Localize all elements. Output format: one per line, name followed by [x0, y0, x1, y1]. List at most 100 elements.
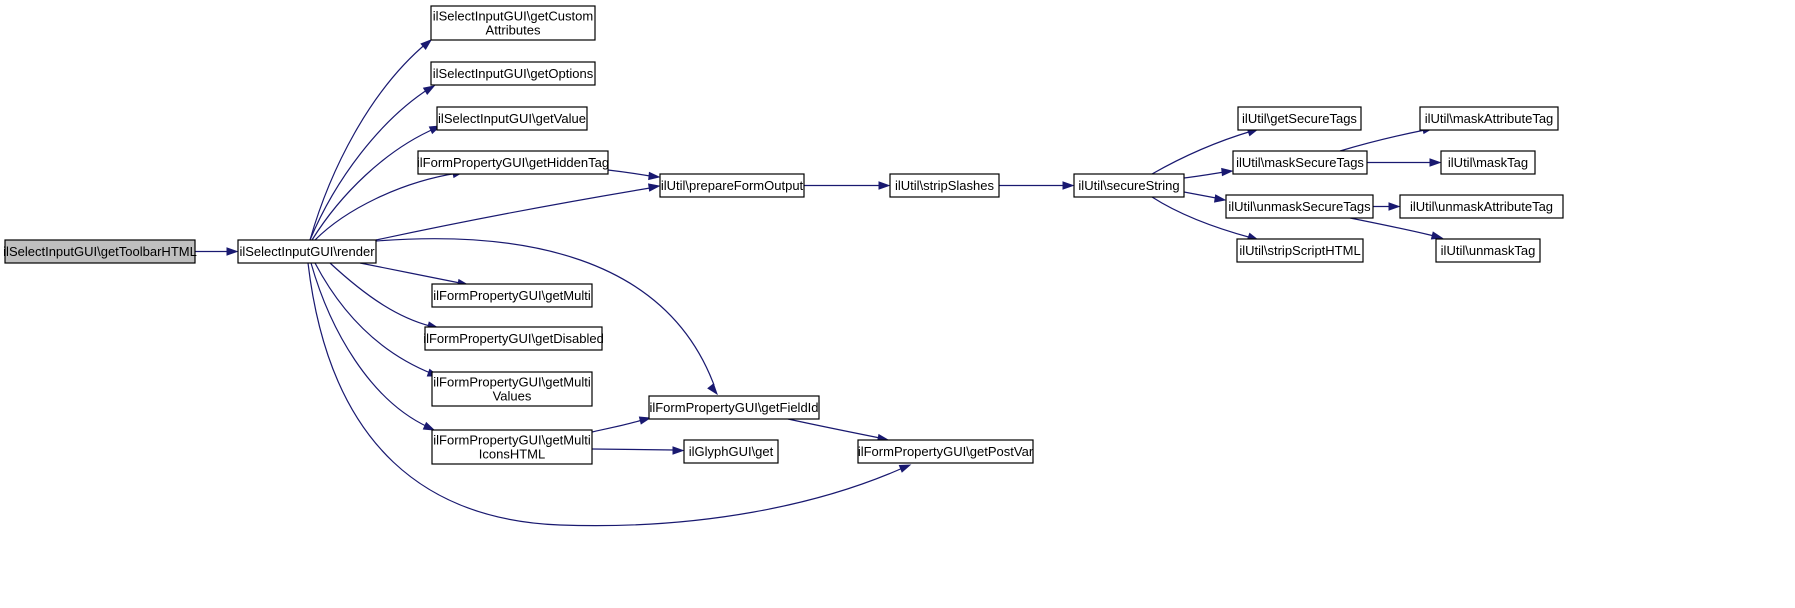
node-label: Attributes — [486, 22, 541, 37]
node-getsecuretags[interactable]: ilUtil\getSecureTags — [1237, 106, 1362, 131]
node-maskattr[interactable]: ilUtil\maskAttributeTag — [1419, 106, 1559, 131]
node-label: ilSelectInputGUI\getValue — [438, 111, 586, 126]
edge-securestring-to-unmasksecuretags — [1183, 191, 1227, 203]
node-label: ilSelectInputGUI\getToolbarHTML — [3, 244, 197, 259]
node-label: Values — [493, 388, 532, 403]
node-unmasksecuretags[interactable]: ilUtil\unmaskSecureTags — [1225, 194, 1374, 219]
node-box[interactable] — [1073, 173, 1185, 198]
arrowhead-icon — [422, 421, 436, 431]
edge-unmasksecuretags-to-unmaskattr — [1373, 202, 1401, 211]
node-label: ilUtil\unmaskAttributeTag — [1410, 199, 1553, 214]
arrowhead-icon — [1221, 167, 1234, 177]
node-hiddentag[interactable]: ilFormPropertyGUI\getHiddenTag — [417, 150, 609, 175]
node-label: ilSelectInputGUI\render — [239, 244, 375, 259]
node-label: ilUtil\prepareFormOutput — [661, 178, 804, 193]
node-box[interactable] — [659, 173, 805, 198]
arrowhead-icon — [638, 416, 652, 425]
node-stripscript[interactable]: ilUtil\stripScriptHTML — [1236, 238, 1364, 263]
node-postvar[interactable]: ilFormPropertyGUI\getPostVar — [857, 439, 1034, 464]
node-label: ilUtil\getSecureTags — [1242, 111, 1357, 126]
node-fieldid[interactable]: ilFormPropertyGUI\getFieldId — [648, 395, 820, 420]
node-label: IconsHTML — [479, 446, 545, 461]
edge-line — [1151, 196, 1253, 239]
arrowhead-icon — [878, 181, 891, 190]
arrowhead-icon — [1430, 231, 1444, 240]
edge-render-to-prepareform — [375, 183, 661, 241]
node-box[interactable] — [889, 173, 1000, 198]
edge-line — [311, 127, 437, 241]
edge-line — [591, 448, 675, 451]
node-getvalue[interactable]: ilSelectInputGUI\getValue — [436, 106, 588, 131]
node-render[interactable]: ilSelectInputGUI\render — [237, 239, 377, 264]
node-getmulti[interactable]: ilFormPropertyGUI\getMulti — [431, 283, 593, 308]
edge-render-to-multivalues — [314, 262, 440, 377]
edge-line — [314, 262, 434, 375]
node-stripslashes[interactable]: ilUtil\stripSlashes — [889, 173, 1000, 198]
node-box[interactable] — [648, 395, 820, 420]
node-masktag[interactable]: ilUtil\maskTag — [1440, 150, 1536, 175]
arrowhead-icon — [1388, 202, 1401, 211]
edge-render-to-getoptions — [309, 85, 436, 241]
node-masksecuretags[interactable]: ilUtil\maskSecureTags — [1232, 150, 1368, 175]
edge-line — [359, 262, 461, 284]
arrowhead-icon — [1429, 158, 1442, 167]
arrowhead-icon — [1213, 194, 1227, 203]
node-label: ilFormPropertyGUI\getMulti — [433, 432, 591, 447]
edge-render-to-postvar — [307, 262, 912, 527]
edge-render-to-getmulti — [359, 262, 470, 288]
node-box[interactable] — [417, 150, 609, 175]
node-box[interactable] — [683, 439, 779, 464]
node-securestring[interactable]: ilUtil\secureString — [1073, 173, 1185, 198]
arrowhead-icon — [648, 171, 661, 181]
node-getoptions[interactable]: ilSelectInputGUI\getOptions — [430, 61, 596, 86]
node-box[interactable] — [1399, 194, 1564, 219]
edge-line — [310, 262, 429, 428]
arrowhead-icon — [707, 383, 718, 396]
node-prepareform[interactable]: ilUtil\prepareFormOutput — [659, 173, 805, 198]
node-box[interactable] — [430, 5, 596, 41]
arrowhead-icon — [672, 446, 685, 455]
node-box[interactable] — [1232, 150, 1368, 175]
node-box[interactable] — [1435, 238, 1541, 263]
node-box[interactable] — [237, 239, 377, 264]
node-label: ilUtil\maskSecureTags — [1236, 155, 1364, 170]
edge-line — [1349, 217, 1435, 237]
node-box[interactable] — [857, 439, 1034, 464]
node-label: ilUtil\stripSlashes — [895, 178, 994, 193]
node-box[interactable] — [1440, 150, 1536, 175]
node-box[interactable] — [1237, 106, 1362, 131]
node-box[interactable] — [430, 61, 596, 86]
node-box[interactable] — [1419, 106, 1559, 131]
node-box[interactable] — [424, 326, 603, 351]
node-box[interactable] — [1225, 194, 1374, 219]
edge-line — [1151, 130, 1253, 175]
edge-multiicons-to-fieldid — [591, 416, 652, 433]
edge-render-to-getvalue — [311, 125, 442, 241]
node-box[interactable] — [1236, 238, 1364, 263]
node-label: ilGlyphGUI\get — [689, 444, 774, 459]
node-root[interactable]: ilSelectInputGUI\getToolbarHTML — [3, 239, 197, 264]
node-label: ilFormPropertyGUI\getMulti — [433, 374, 591, 389]
node-unmasktag[interactable]: ilUtil\unmaskTag — [1435, 238, 1541, 263]
node-box[interactable] — [4, 239, 196, 264]
node-label: ilUtil\maskAttributeTag — [1425, 111, 1554, 126]
node-box[interactable] — [431, 429, 593, 465]
edge-line — [1183, 171, 1225, 179]
edge-line — [1183, 191, 1217, 199]
node-glyph[interactable]: ilGlyphGUI\get — [683, 439, 779, 464]
node-box[interactable] — [431, 371, 593, 407]
edge-line — [309, 41, 429, 241]
node-getdisabled[interactable]: ilFormPropertyGUI\getDisabled — [423, 326, 604, 351]
edge-hiddentag-to-prepareform — [607, 169, 661, 181]
node-box[interactable] — [436, 106, 588, 131]
edge-layer — [195, 39, 1444, 527]
node-unmaskattr[interactable]: ilUtil\unmaskAttributeTag — [1399, 194, 1564, 219]
arrowhead-icon — [422, 85, 436, 96]
arrowhead-icon — [1062, 181, 1075, 190]
edge-line — [307, 262, 906, 527]
node-box[interactable] — [431, 283, 593, 308]
